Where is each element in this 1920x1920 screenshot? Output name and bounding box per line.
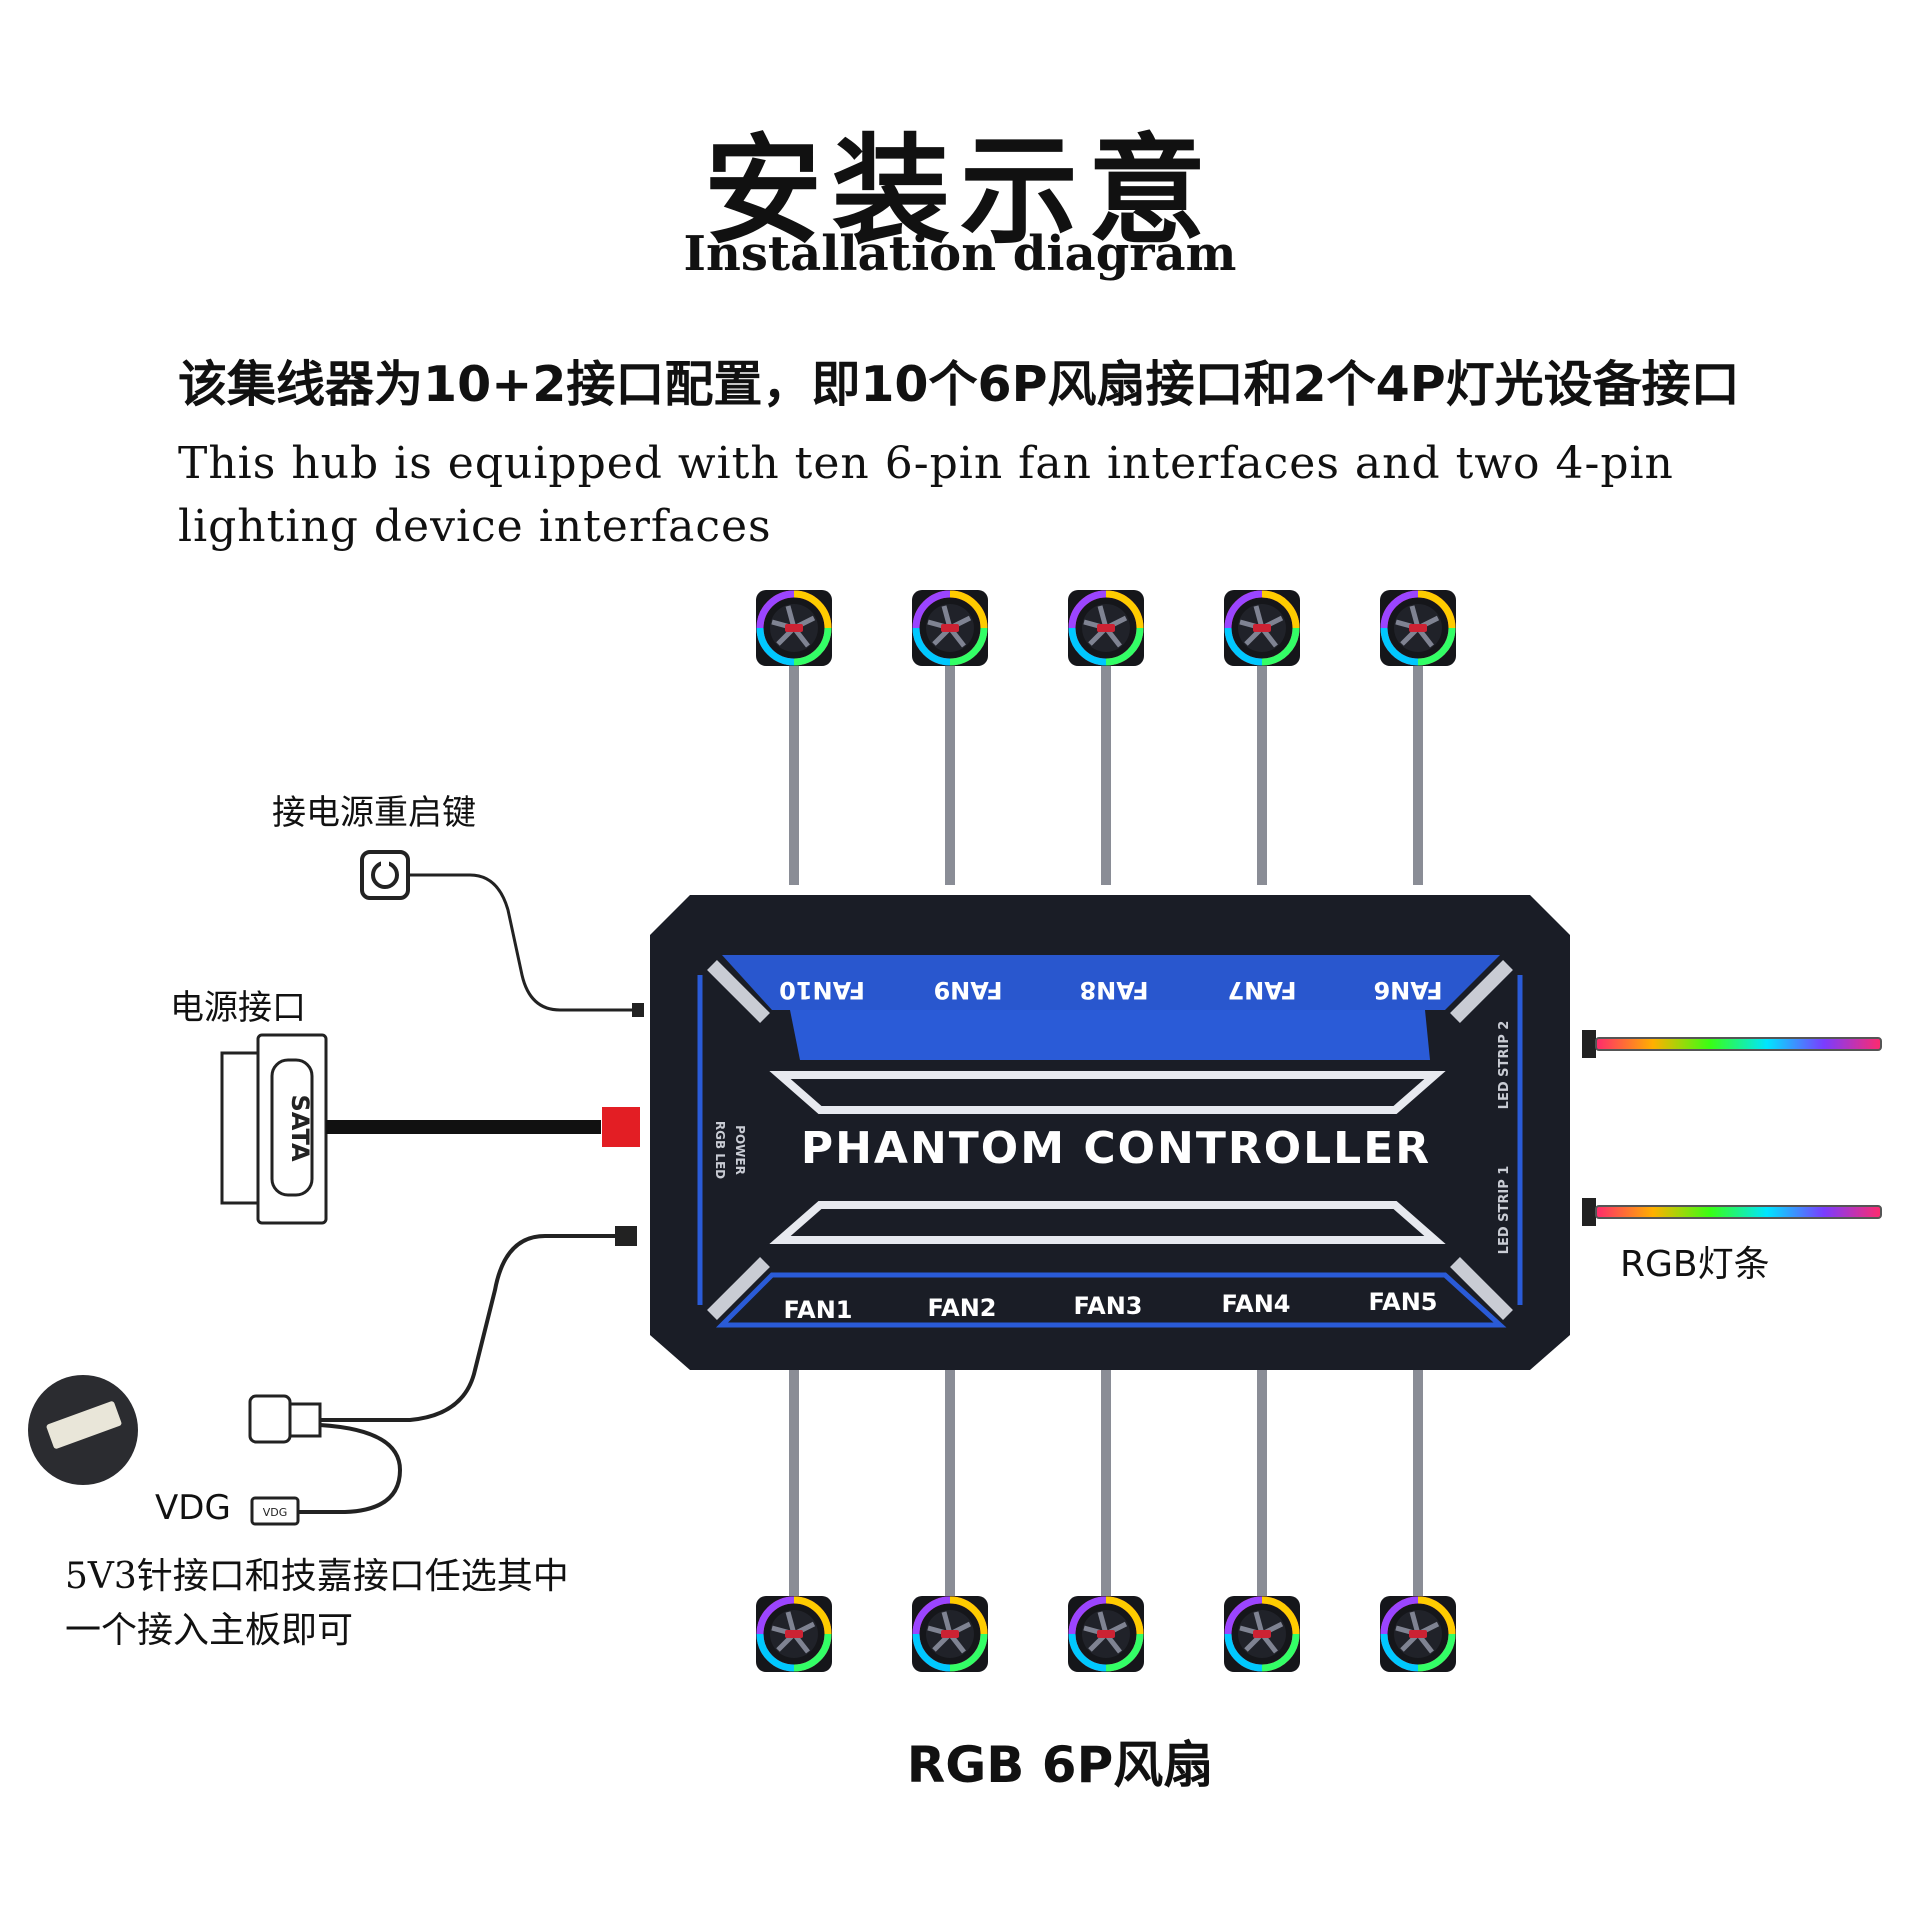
port-label-fan5: FAN5: [1369, 1288, 1438, 1316]
port-label-fan4: FAN4: [1222, 1290, 1291, 1318]
cable-fan-5: [1413, 1370, 1423, 1620]
port-label-fan3: FAN3: [1074, 1292, 1143, 1320]
rgb-fan-icon: [1380, 1596, 1456, 1672]
rgb-fan-icon: [912, 1596, 988, 1672]
port-label-fan8: FAN8: [1080, 976, 1149, 1004]
sata-plug-back: [220, 1051, 264, 1205]
label-power-port: 电源接口: [170, 988, 306, 1028]
rgb-fan-icon: [1380, 590, 1456, 666]
label-power-reset: 接电源重启键: [272, 793, 476, 833]
cable-fan-3: [1101, 1370, 1111, 1620]
motherboard-header: [46, 1401, 122, 1449]
side-port-labels: POWER RGB LED LED STRIP 2 LED STRIP 1: [713, 1021, 1512, 1255]
argb-cable: [320, 1234, 615, 1422]
cable-fan-10: [789, 660, 799, 885]
vdg-plug-label: VDG: [263, 1506, 288, 1519]
port-label-fan6: FAN6: [1374, 976, 1443, 1004]
cable-fan-9: [945, 660, 955, 885]
top-fan-cables: [789, 660, 1423, 885]
argb-cable-assembly: VDG: [28, 1226, 637, 1526]
port-label-fan2: FAN2: [928, 1294, 997, 1322]
port-label-fan7: FAN7: [1228, 976, 1297, 1004]
port-label-fan1: FAN1: [784, 1296, 853, 1324]
rgb-strip-2: [1595, 1037, 1882, 1051]
port-label-led-strip-1: LED STRIP 1: [1497, 1166, 1512, 1255]
bottom-fans: [756, 1596, 1456, 1672]
port-label-fan9: FAN9: [934, 976, 1003, 1004]
port-label-fan10: FAN10: [779, 976, 865, 1004]
corner-accent: [1450, 960, 1513, 1023]
rgb-fan-icon: [1068, 1596, 1144, 1672]
reset-cable: [408, 873, 640, 1012]
cable-fan-7: [1257, 660, 1267, 885]
sata-label: SATA: [286, 1094, 314, 1162]
port-label-led-strip-2: LED STRIP 2: [1497, 1021, 1512, 1110]
label-connector-note: 5V3针接口和技嘉接口任选其中 一个接入主板即可: [65, 1550, 569, 1658]
port-label-power: POWER: [733, 1125, 747, 1175]
cable-fan-4: [1257, 1370, 1267, 1620]
label-rgb-fans: RGB 6P风扇: [906, 1736, 1214, 1794]
led-strips: [1582, 1030, 1882, 1226]
cable-fan-1: [789, 1370, 799, 1620]
argb-connector: [615, 1226, 637, 1246]
vdg-cable: [298, 1423, 403, 1514]
vdg-plug: [250, 1496, 300, 1526]
rgb-strip-1: [1595, 1205, 1882, 1219]
port-label-rgb-led: RGB LED: [713, 1121, 727, 1179]
sata-plug-face: [270, 1058, 314, 1197]
cable-fan-2: [945, 1370, 955, 1620]
page-title: 安装示意: [703, 122, 1216, 260]
rgb-fan-icon: [1068, 590, 1144, 666]
description-en: This hub is equipped with ten 6-pin fan …: [178, 438, 1674, 552]
rgb-fan-icon: [756, 590, 832, 666]
reset-connector: [632, 1003, 644, 1017]
corner-accent: [707, 960, 770, 1023]
label-vdg: VDG: [155, 1488, 231, 1528]
controller: PHANTOM CONTROLLER: [650, 895, 1570, 1370]
cable-fan-8: [1101, 660, 1111, 885]
cable-fan-6: [1413, 660, 1423, 885]
label-connector-note-line1: 5V3针接口和技嘉接口任选其中: [65, 1556, 569, 1597]
sata-connector: [602, 1107, 640, 1147]
label-rgb-strip: RGB灯条: [1620, 1244, 1770, 1285]
power-icon-gap: [381, 858, 389, 870]
controller-top-bar: [790, 1010, 1430, 1060]
strip-connector: [1582, 1030, 1596, 1058]
sata-cable: [326, 1120, 601, 1134]
corner-accent: [1450, 1257, 1513, 1320]
5v-3pin-plug: [248, 1394, 292, 1444]
sata-power-assembly: SATA: [220, 1033, 640, 1225]
controller-bottom-stripe: [769, 1201, 1446, 1244]
description-cn: 该集线器为10+2接口配置，即10个6P风扇接口和2个4P灯光设备接口: [178, 356, 1740, 413]
controller-name: PHANTOM CONTROLLER: [801, 1123, 1431, 1174]
page-subtitle: Installation diagram: [683, 226, 1237, 282]
rgb-fan-icon: [1224, 1596, 1300, 1672]
rgb-fan-icon: [756, 1596, 832, 1672]
controller-bottom-panel: [715, 1272, 1507, 1328]
5v-3pin-plug-neck: [288, 1402, 322, 1438]
top-port-labels: FAN10 FAN9 FAN8 FAN7 FAN6: [779, 976, 1442, 1004]
bottom-port-labels: FAN1 FAN2 FAN3 FAN4 FAN5: [784, 1288, 1438, 1324]
rgb-fan-icon: [1224, 590, 1300, 666]
rgb-fan-icon: [912, 590, 988, 666]
reset-button-assembly: [360, 850, 644, 1017]
label-connector-note-line2: 一个接入主板即可: [65, 1610, 354, 1651]
top-fans: [756, 590, 1456, 666]
controller-top-panel: [722, 955, 1500, 1010]
controller-top-stripe: [769, 1071, 1446, 1114]
strip-connector: [1582, 1198, 1596, 1226]
bottom-fan-cables: [789, 1370, 1423, 1620]
corner-accent: [707, 1257, 770, 1320]
